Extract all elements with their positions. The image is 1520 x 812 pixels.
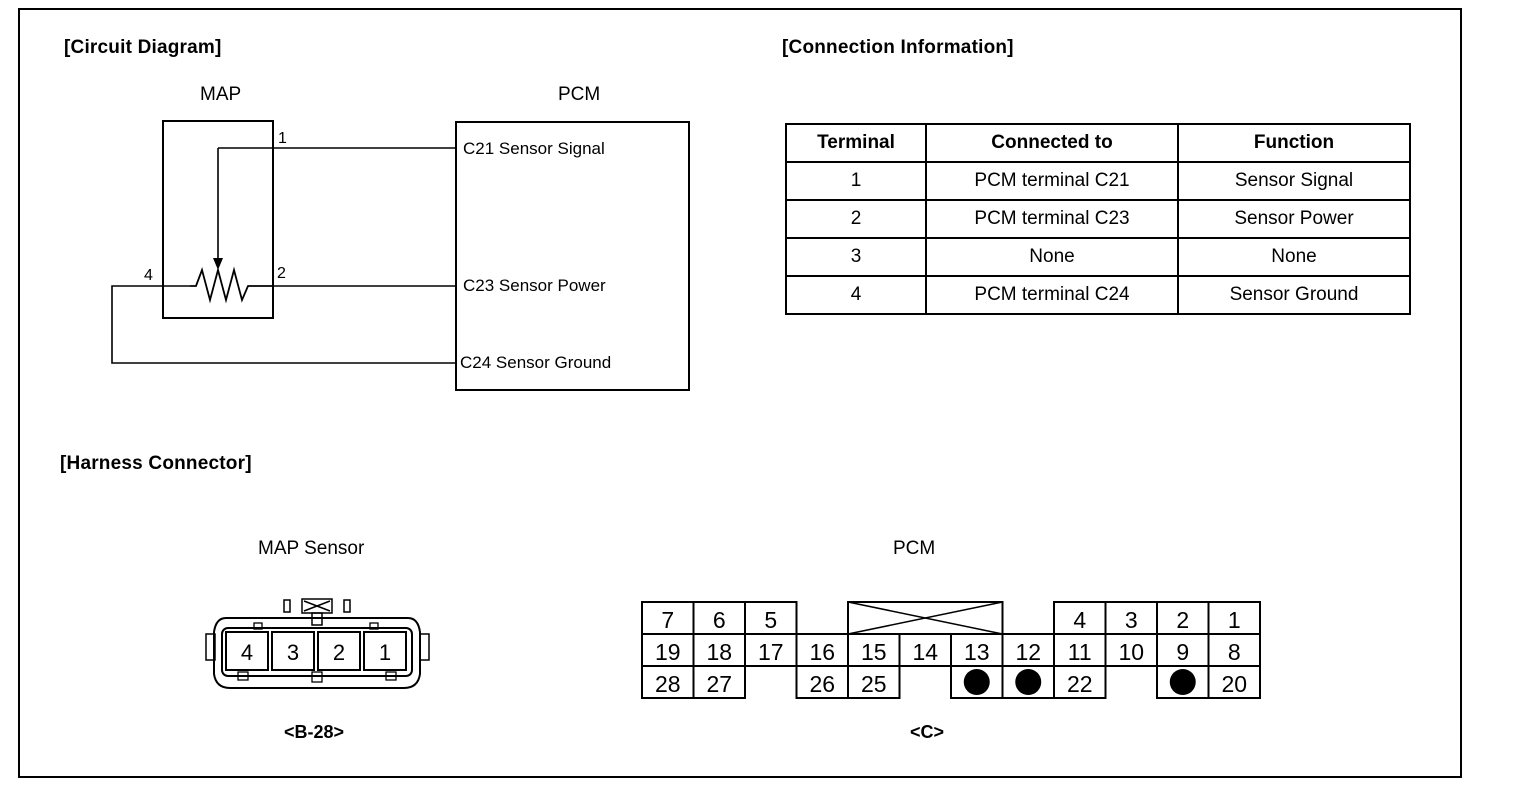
map-sensor-box: [162, 120, 274, 319]
pcm-pin-label: 7: [661, 607, 674, 633]
pcm-pin-label: 25: [861, 671, 887, 697]
map-connector-code: <B-28>: [284, 722, 345, 742]
pcm-label: PCM: [558, 84, 601, 105]
header-connected-to: Connected to: [925, 123, 1179, 163]
pcm-pin-label: 26: [809, 671, 835, 697]
wiper-arrow: [213, 258, 223, 270]
pcm-pin-label: 3: [1125, 607, 1138, 633]
pcm-pin-filled-dot: [1169, 669, 1196, 695]
resistor-symbol: [190, 266, 272, 304]
cell-connected-to: PCM terminal C23: [925, 199, 1179, 239]
cell-terminal: 4: [785, 275, 927, 315]
map-pin-2-label: 2: [277, 265, 286, 282]
pcm-pin-label: 12: [1015, 639, 1041, 665]
cell-function: Sensor Ground: [1177, 275, 1411, 315]
pcm-pin-label: 15: [861, 639, 887, 665]
pcm-pin-label: 10: [1118, 639, 1144, 665]
connector-shell: [213, 617, 421, 689]
connection-info-title: [Connection Information]: [782, 37, 1014, 58]
map-label: MAP: [200, 84, 242, 105]
table-row: 3 None None: [785, 237, 1411, 277]
pcm-pin-label: 14: [912, 639, 938, 665]
connection-table: Terminal Connected to Function 1 PCM ter…: [785, 123, 1411, 315]
pcm-connector-code: <C>: [910, 722, 945, 742]
map-connector-pin-label: 3: [287, 640, 299, 665]
pcm-pin-label: 19: [655, 639, 681, 665]
pcm-pin-label: 20: [1221, 671, 1247, 697]
table-row: 4 PCM terminal C24 Sensor Ground: [785, 275, 1411, 315]
cell-terminal: 3: [785, 237, 927, 277]
map-connector-pin-label: 2: [333, 640, 345, 665]
pcm-pin-label: 9: [1176, 639, 1189, 665]
pcm-pin-cell: [847, 665, 901, 699]
ground-wire: [111, 285, 455, 364]
pcm-pin-label: 13: [964, 639, 990, 665]
pcm-connector-grid: 7 6 5 4 3 2 1 19 18 17 16 15 14 13 12 11 10 9 8 28 27 26 25 22 2…: [641, 601, 1261, 699]
cell-function: Sensor Signal: [1177, 161, 1411, 201]
cell-function: Sensor Power: [1177, 199, 1411, 239]
map-connector-pin-3: [271, 631, 315, 671]
pcm-pin-label: 1: [1228, 607, 1241, 633]
harness-connector-title: [Harness Connector]: [60, 453, 252, 474]
pcm-terminal-c23: C23 Sensor Power: [463, 276, 606, 295]
table-header-row: Terminal Connected to Function: [785, 123, 1411, 163]
pcm-pin-label: 18: [706, 639, 732, 665]
cell-connected-to: None: [925, 237, 1179, 277]
pcm-pin-label: 4: [1073, 607, 1086, 633]
pcm-pin-label: 28: [655, 671, 681, 697]
map-sensor-connector: 4 3 2 1: [205, 598, 430, 689]
pcm-pin-cell: [1053, 665, 1107, 699]
pcm-box: [455, 121, 690, 391]
pcm-pin-filled-dot: [963, 669, 990, 695]
map-connector-pin-label: 4: [241, 640, 253, 665]
pcm-pin-label: 6: [713, 607, 726, 633]
table-row: 1 PCM terminal C21 Sensor Signal: [785, 161, 1411, 201]
header-terminal: Terminal: [785, 123, 927, 163]
pcm-pin-label: 11: [1068, 639, 1092, 665]
pcm-terminal-c21: C21 Sensor Signal: [463, 139, 605, 158]
map-connector-pin-label: 1: [379, 640, 391, 665]
pcm-pin-label: 17: [758, 639, 784, 665]
pcm-connector-label: PCM: [893, 538, 936, 559]
map-connector-pin-1: [363, 631, 407, 671]
cell-connected-to: PCM terminal C24: [925, 275, 1179, 315]
diagram-frame: [18, 8, 1462, 778]
map-connector-pin-2: [317, 631, 361, 671]
pcm-pin-cell: [1207, 665, 1261, 699]
pcm-pin-label: 22: [1067, 671, 1093, 697]
pcm-pin-filled-dot: [1015, 669, 1042, 695]
pcm-pin-label: 2: [1176, 607, 1189, 633]
pcm-pin-label: 27: [706, 671, 732, 697]
map-pin-4-label: 4: [144, 267, 153, 284]
table-row: 2 PCM terminal C23 Sensor Power: [785, 199, 1411, 239]
map-sensor-connector-label: MAP Sensor: [258, 538, 365, 559]
circuit-diagram-title: [Circuit Diagram]: [64, 37, 222, 58]
cell-function: None: [1177, 237, 1411, 277]
cell-connected-to: PCM terminal C21: [925, 161, 1179, 201]
map-connector-pin-4: [225, 631, 269, 671]
pcm-terminal-c24: C24 Sensor Ground: [460, 353, 611, 372]
pcm-pin-label: 5: [764, 607, 777, 633]
pcm-pin-label: 8: [1228, 639, 1241, 665]
cell-terminal: 2: [785, 199, 927, 239]
map-pin-1-label: 1: [278, 130, 287, 147]
cell-terminal: 1: [785, 161, 927, 201]
pcm-pin-cell: [692, 665, 746, 699]
pcm-pin-label: 16: [809, 639, 835, 665]
header-function: Function: [1177, 123, 1411, 163]
